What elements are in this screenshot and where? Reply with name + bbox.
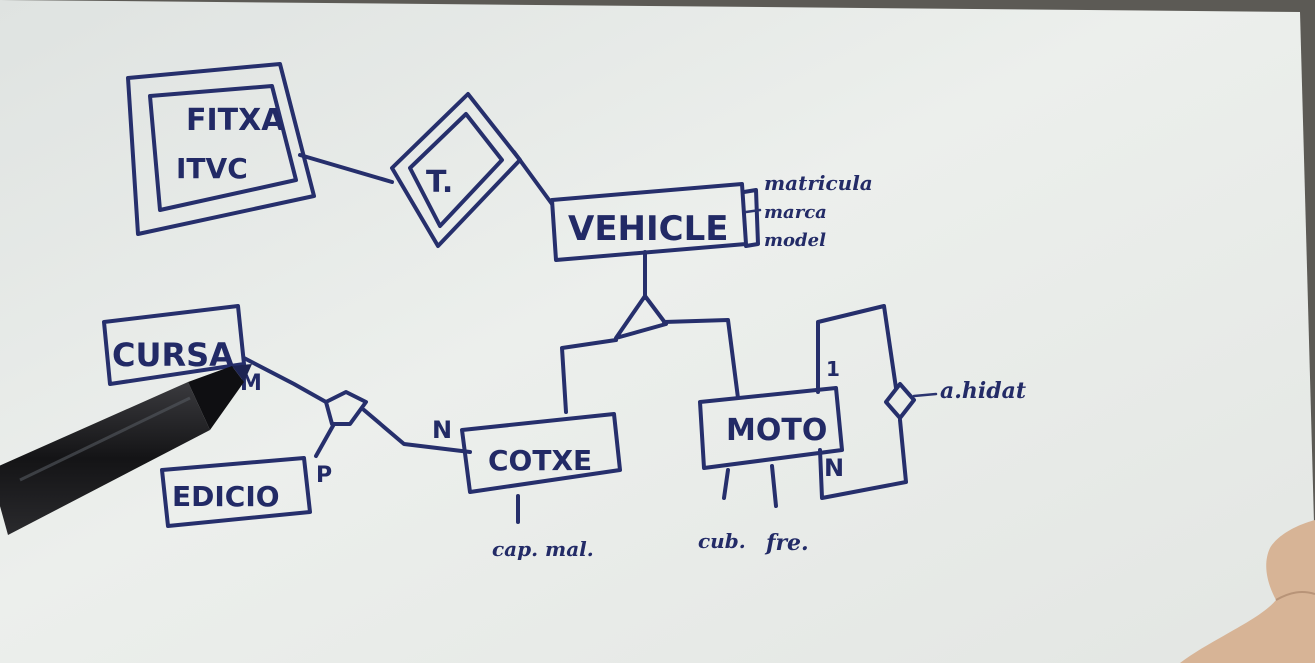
hand — [1180, 520, 1315, 663]
vehicle-attribute-2: marca — [764, 202, 827, 223]
entity-vehicle-label: VEHICLE — [568, 209, 729, 249]
entity-cotxe-label: COTXE — [488, 444, 592, 477]
relationship-label: T. — [426, 165, 453, 200]
vehicle-attribute-1: matricula — [764, 171, 873, 195]
entity-moto: MOTO — [698, 386, 844, 470]
relationship-recursive-moto — [816, 304, 938, 500]
relationship-weak-diamond: T. — [390, 92, 522, 248]
entity-edicio-label: EDICIO — [172, 480, 280, 513]
entity-fitxa-label-2: ITVC — [176, 152, 248, 185]
recursive-attribute: a.hidat — [940, 378, 1026, 404]
connector-edicio-ternary — [314, 422, 336, 458]
pen — [0, 364, 252, 535]
cotxe-attribute: cap. mal. — [492, 537, 594, 561]
entity-edicio: EDICIO — [160, 456, 312, 528]
isa-triangle — [614, 294, 668, 340]
cardinality-moto-one: 1 — [826, 357, 840, 381]
entity-cursa: CURSA — [102, 304, 246, 386]
entity-fitxa-itvc: FITXA ITVC — [126, 62, 316, 236]
entity-fitxa-label-1: FITXA — [186, 103, 285, 138]
recursive-diamond — [884, 382, 916, 420]
connector-moto-attribute-1 — [722, 468, 730, 500]
cardinality-edicio: P — [316, 463, 332, 488]
isa-branch-cotxe — [560, 338, 618, 414]
entity-moto-label: MOTO — [726, 413, 827, 448]
moto-attribute-2: fre. — [764, 530, 809, 556]
isa-branch-moto — [662, 318, 740, 400]
cardinality-moto-n: N — [824, 454, 844, 482]
connector-cotxe-ternary — [362, 408, 472, 454]
vehicle-attribute-3: model — [764, 230, 826, 251]
entity-cursa-label: CURSA — [112, 336, 234, 374]
connector-moto-attribute-2 — [770, 464, 778, 508]
vehicle-attribute-bracket — [742, 188, 760, 248]
connector-relationship-vehicle — [512, 150, 554, 206]
cardinality-cotxe: N — [432, 416, 452, 444]
entity-cotxe: COTXE — [460, 412, 622, 494]
relationship-ternary-diamond — [242, 356, 472, 458]
connector-cursa-ternary — [242, 356, 328, 404]
connector-fitxa-relationship — [298, 153, 394, 184]
isa-hierarchy — [560, 250, 740, 414]
moto-attribute-1: cub. — [698, 529, 746, 553]
